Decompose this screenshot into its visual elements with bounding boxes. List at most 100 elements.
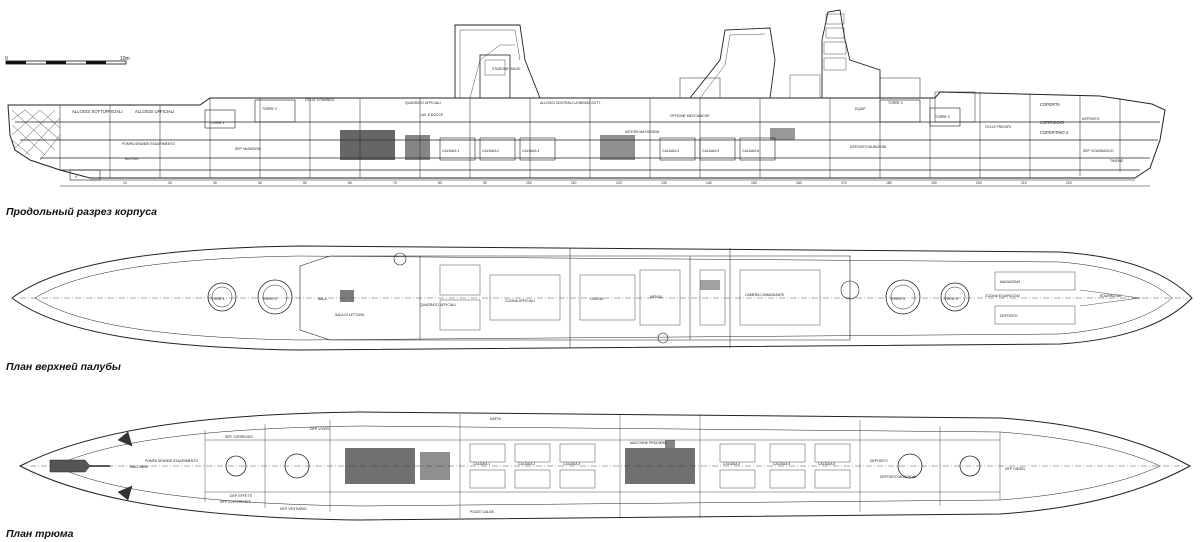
- hold-label: DEPOSITO MUNIZIONI: [880, 475, 916, 479]
- deck-label: CUCINA: [590, 297, 604, 301]
- profile-label: TORRE 4: [935, 115, 950, 119]
- hold-label: POZZO CALDE: [470, 510, 495, 514]
- deck-label: CUCINA EQUIPAGGIO: [985, 294, 1021, 298]
- hold-label: DEP. EFFETTI: [230, 494, 252, 498]
- profile-label: CALDAIA 4: [662, 149, 679, 153]
- deck-label: QUADRATO UFFICIALI: [420, 303, 456, 307]
- profile-label: TORRE 3: [888, 101, 903, 105]
- profile-label: CORRIDOIO: [1040, 120, 1065, 125]
- frame-number: 70: [393, 181, 397, 185]
- hold-label: CALDAIA 5: [773, 462, 790, 466]
- profile-label: STAZIONE RADIO: [492, 67, 521, 71]
- profile-label: COPERTA: [1040, 102, 1060, 107]
- profile-label: CALDAIA 6: [742, 149, 759, 153]
- frame-number: 120: [616, 181, 622, 185]
- profile-label: CALDAIA 2: [482, 149, 499, 153]
- deck-label: TORRE 3: [890, 297, 905, 301]
- profile-label: CELLE FRIGORI: [985, 125, 1011, 129]
- scale-end-label: 10m: [120, 56, 130, 62]
- frame-number: 180: [886, 181, 892, 185]
- hold-plan: [18, 411, 1192, 521]
- profile-label: EQUIP: [855, 107, 866, 111]
- hold-label: SEP. CORRIDOIO: [225, 435, 253, 439]
- frame-number: 140: [706, 181, 712, 185]
- profile-labels: ALLOGGI SOTTUFFICIALI ALLOGGI UFFICIALI …: [72, 67, 1124, 163]
- frame-number: 50: [303, 181, 307, 185]
- frame-number: 10: [123, 181, 127, 185]
- profile-label: CALDAIA 1: [442, 149, 459, 153]
- deck-label: MENSA: [650, 295, 663, 299]
- hold-label: CALDAIA 3: [563, 462, 580, 466]
- profile-label: DEPOSITO MUNIZIONI: [850, 145, 886, 149]
- profile-label: COPERTINO 2: [1040, 130, 1069, 135]
- hold-caption: План трюма: [6, 528, 74, 540]
- frame-number: 220: [1066, 181, 1072, 185]
- hold-label: CALDAIA 1: [473, 462, 490, 466]
- profile-label: ALLOGGI CENTRALI LA MENSA SOTT.: [540, 101, 601, 105]
- deck-label: SALA DI LETTURA: [335, 313, 365, 317]
- profile-label: SEP. MUNIZIONI: [235, 147, 261, 151]
- hold-label: DEP. DIESEL: [1005, 467, 1026, 471]
- deck-label: TORRE 1: [210, 297, 225, 301]
- deck-label: EQUIPAGGIO: [1100, 294, 1122, 298]
- deck-label: SALA: [318, 297, 327, 301]
- hold-label: MACCHINE PRODIERE: [630, 441, 667, 445]
- frame-number: 80: [438, 181, 442, 185]
- frame-number: 130: [661, 181, 667, 185]
- profile-label: DEPOSITO: [1082, 117, 1100, 121]
- frame-number: 150: [751, 181, 757, 185]
- hold-label: DEP. VESTIARIO: [280, 507, 307, 511]
- profile-section: [7, 9, 1166, 187]
- profile-label: POMPA GRANDE ESAURIMENTO: [122, 142, 175, 146]
- frame-number: 100: [526, 181, 532, 185]
- frame-number: 30: [213, 181, 217, 185]
- profile-label: TORRE 2: [262, 107, 277, 111]
- frame-number: 0: [75, 175, 77, 179]
- hold-label: DEP. ELETTRICISTI: [220, 500, 251, 504]
- frame-number: 20: [168, 181, 172, 185]
- hold-label: CALDAIA 4: [723, 462, 740, 466]
- frame-numbers: 0 10 20 30 40 50 60 70 80 90 100 110 120…: [75, 175, 1072, 185]
- hold-label: POMPA GRANDE ESAURIMENTO: [145, 459, 198, 463]
- frame-number: 90: [483, 181, 487, 185]
- frame-number: 160: [796, 181, 802, 185]
- deck-label: MAGAZZINO: [1000, 280, 1021, 284]
- hold-labels: MACCHINE POMPA GRANDE ESAURIMENTO SEP. C…: [130, 417, 1026, 514]
- deck-label: TORRE 4: [943, 297, 958, 301]
- profile-label: SEP. SCANDAGLIO: [1083, 149, 1114, 153]
- profile-label: ALLOGGI SOTTUFFICIALI: [72, 109, 123, 114]
- frame-number: 210: [1021, 181, 1027, 185]
- frame-number: 40: [258, 181, 262, 185]
- scale-bar: 0 10m: [5, 56, 130, 65]
- profile-label: TIMONE: [1110, 159, 1124, 163]
- frame-number: 170: [841, 181, 847, 185]
- upper-deck-caption: План верхней палубы: [6, 361, 121, 373]
- scale-start-label: 0: [5, 56, 8, 62]
- profile-label: CALDAIA 3: [522, 149, 539, 153]
- hold-label: CALDAIA 2: [518, 462, 535, 466]
- profile-label: LAV. E DOCCE: [420, 113, 444, 117]
- frame-number: 110: [571, 181, 577, 185]
- hold-label: NAFTA: [490, 417, 502, 421]
- upper-deck-plan: [11, 245, 1193, 351]
- deck-label: CAMERA COMANDANTE: [745, 293, 785, 297]
- deck-label: CUCINA UFFICIALI: [505, 299, 535, 303]
- profile-label: MOTORI: [125, 157, 139, 161]
- deck-label: DEPOSITO: [1000, 314, 1018, 318]
- profile-caption: Продольный разрез корпуса: [6, 206, 157, 218]
- hold-label: CALDAIA 6: [818, 462, 835, 466]
- frame-number: 190: [931, 181, 937, 185]
- profile-label: ALLOGGI UFFICIALI: [135, 109, 174, 114]
- upper-deck-labels: TORRE 1 TORRE 2 SALA SALA DI LETTURA QUA…: [210, 280, 1122, 318]
- profile-label: MOTORI MA PASSIVA: [625, 130, 660, 134]
- hold-label: DEPOSITO: [870, 459, 888, 463]
- profile-label: TORRE 1: [210, 121, 225, 125]
- hold-label: MACCHINE: [130, 465, 149, 469]
- profile-label: QUADRATO UFFICIALI: [405, 101, 441, 105]
- frame-number: 200: [976, 181, 982, 185]
- profile-label: CALDAIA 5: [702, 149, 719, 153]
- hold-label: DEP. VIVERI: [310, 427, 330, 431]
- frame-number: 60: [348, 181, 352, 185]
- profile-label: OFFICINE MECCANICHE: [670, 114, 710, 118]
